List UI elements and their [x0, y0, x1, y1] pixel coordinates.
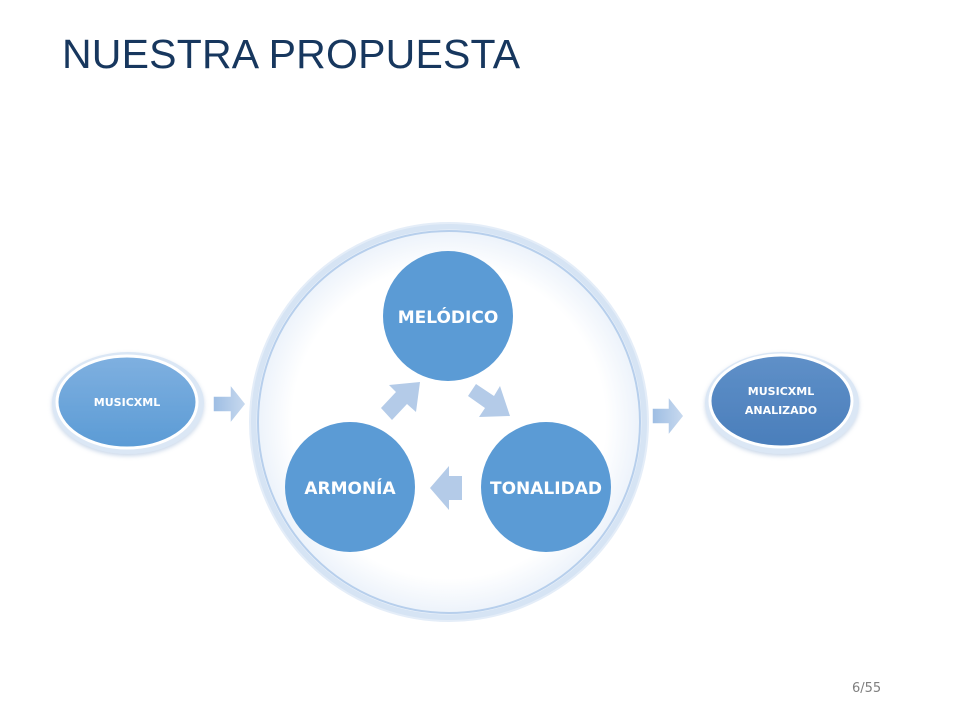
node-melodico-label: MELÓDICO — [398, 306, 499, 328]
output-node-label-line2: ANALIZADO — [745, 404, 817, 417]
node-armonia-label: ARMONÍA — [304, 477, 396, 499]
page-number: 6/55 — [852, 681, 882, 696]
cycle-arrow-tonalidad-to-armonia — [430, 466, 462, 510]
output-arrow — [651, 393, 685, 439]
cycle-arrow-armonia-to-melodico — [381, 382, 420, 420]
slide-title: NUESTRA PROPUESTA — [62, 31, 521, 77]
node-melodico: MELÓDICO — [383, 251, 513, 381]
node-tonalidad: TONALIDAD — [481, 422, 611, 552]
node-armonia: ARMONÍA — [285, 422, 415, 552]
cycle-arrow-melodico-to-tonalidad — [468, 384, 510, 417]
input-node: MUSICXML — [52, 352, 204, 454]
output-node: MUSICXML ANALIZADO — [705, 352, 859, 454]
input-node-label: MUSICXML — [94, 396, 160, 409]
node-tonalidad-label: TONALIDAD — [490, 479, 602, 499]
output-node-label-line1: MUSICXML — [748, 385, 814, 398]
input-arrow — [212, 381, 247, 427]
